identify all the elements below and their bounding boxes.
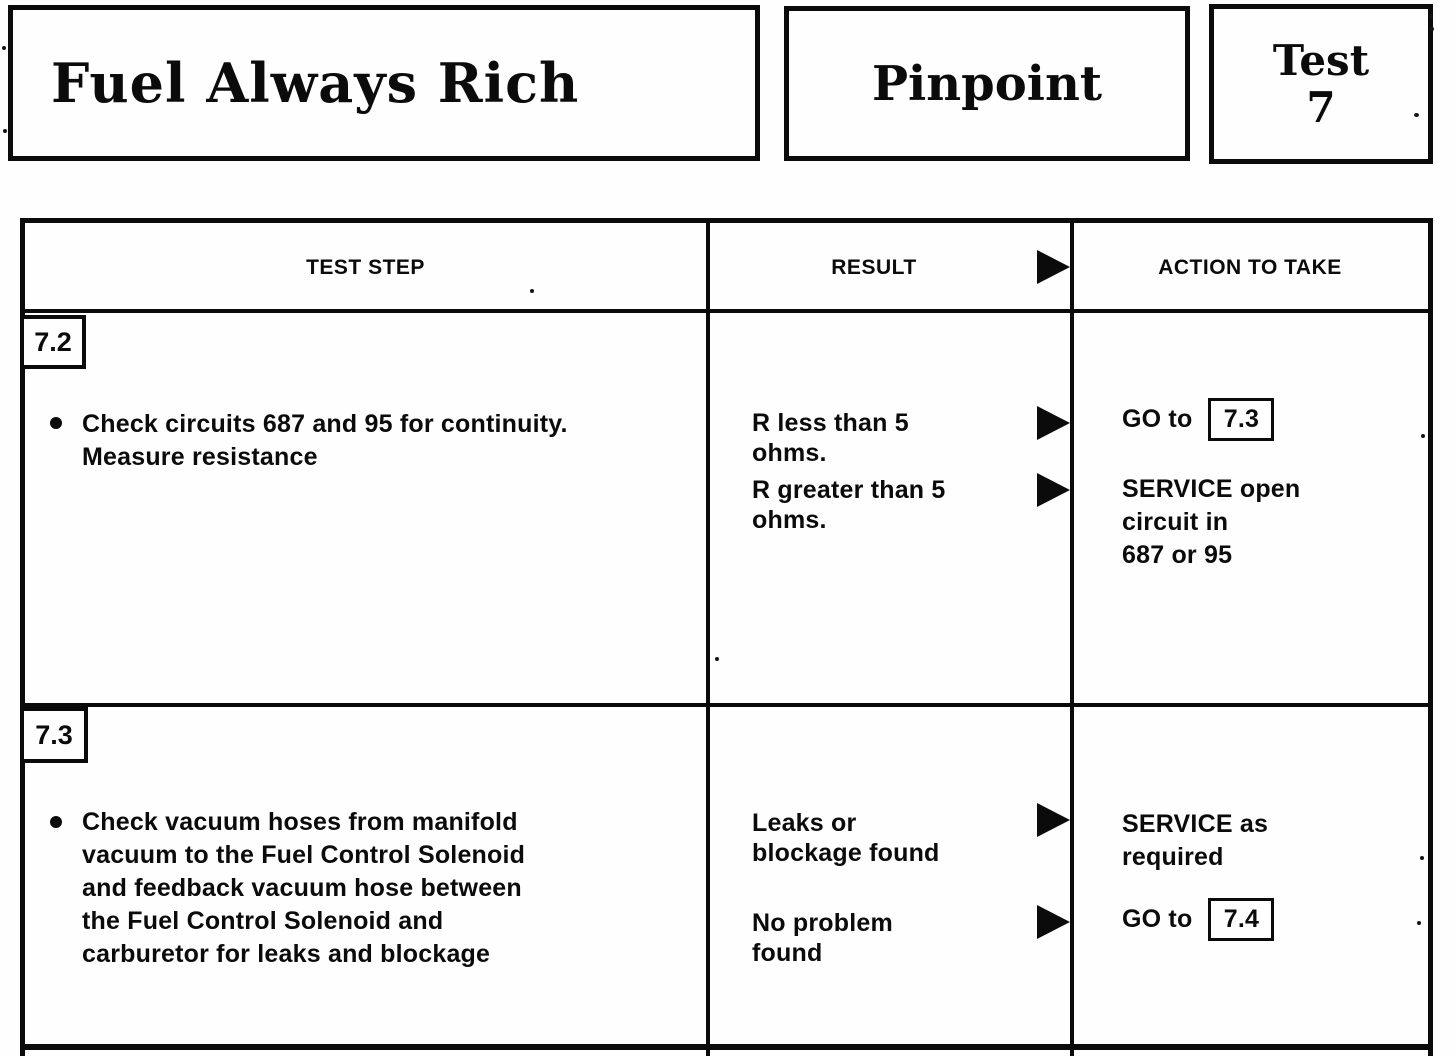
result-header-arrow-icon xyxy=(1037,250,1070,284)
action-line: SERVICE as xyxy=(1122,810,1269,838)
action-line: SERVICE open xyxy=(1122,475,1301,503)
result-line: No problem xyxy=(752,909,893,937)
action-line: 687 or 95 xyxy=(1122,541,1233,569)
result-text: R less than 5 ohms. xyxy=(752,408,909,468)
scan-speck xyxy=(1414,113,1419,117)
result-line: R greater than 5 xyxy=(752,476,946,504)
result-line: ohms. xyxy=(752,506,827,534)
action-text: SERVICE as required xyxy=(1122,808,1268,874)
result-line: ohms. xyxy=(752,439,827,467)
table-top-border xyxy=(20,218,1433,223)
test-number-label: Test 7 xyxy=(1214,37,1428,131)
column-header-test-step: TEST STEP xyxy=(306,256,425,279)
table-bottom-border xyxy=(20,1044,1433,1050)
symptom-title-box: Fuel Always Rich xyxy=(8,5,760,161)
table-right-border xyxy=(1428,218,1433,1056)
test-step-text: Check circuits 687 and 95 for continuity… xyxy=(82,408,568,474)
action-text: SERVICE open circuit in 687 or 95 xyxy=(1122,473,1300,572)
action-goto: GO to 7.4 xyxy=(1122,898,1275,941)
pinpoint-box: Pinpoint xyxy=(784,6,1190,161)
column-header-result: RESULT xyxy=(831,256,917,279)
action-line: required xyxy=(1122,843,1224,871)
scan-speck xyxy=(2,46,6,50)
result-arrow-icon xyxy=(1037,803,1070,837)
scan-speck xyxy=(715,657,719,661)
result-text: R greater than 5 ohms. xyxy=(752,475,946,535)
test-number-box: Test 7 xyxy=(1209,4,1433,164)
result-line: blockage found xyxy=(752,839,940,867)
bullet-icon xyxy=(50,816,62,828)
scan-speck xyxy=(1417,921,1421,925)
test-step-line: and feedback vacuum hose between xyxy=(82,874,522,902)
step-id: 7.2 xyxy=(34,326,72,357)
column-divider-2 xyxy=(1070,218,1074,1056)
test-step-line: the Fuel Control Solenoid and xyxy=(82,907,444,935)
step-reference-box: 7.3 xyxy=(1208,398,1275,441)
result-text: Leaks or blockage found xyxy=(752,808,940,868)
test-step-line: Measure resistance xyxy=(82,443,318,471)
step-id-box: 7.3 xyxy=(20,707,88,763)
step-id: 7.3 xyxy=(35,719,73,750)
scan-speck xyxy=(530,289,534,293)
result-line: found xyxy=(752,939,823,967)
result-line: Leaks or xyxy=(752,809,857,837)
scan-speck xyxy=(1421,434,1425,438)
scan-speck xyxy=(1420,856,1424,860)
test-step-text: Check vacuum hoses from manifold vacuum … xyxy=(82,806,525,971)
table-left-border xyxy=(20,218,25,1056)
test-word: Test xyxy=(1272,35,1370,85)
action-goto-label: GO to xyxy=(1122,405,1193,433)
result-arrow-icon xyxy=(1037,905,1070,939)
page-title: Fuel Always Rich xyxy=(51,51,580,115)
action-line: circuit in xyxy=(1122,508,1229,536)
step-reference-box: 7.4 xyxy=(1208,898,1275,941)
result-text: No problem found xyxy=(752,908,893,968)
bullet-icon xyxy=(50,417,62,429)
header-row-divider xyxy=(20,309,1433,313)
test-step-line: Check vacuum hoses from manifold xyxy=(82,808,518,836)
test-step-line: vacuum to the Fuel Control Solenoid xyxy=(82,841,526,869)
column-header-action: ACTION TO TAKE xyxy=(1158,256,1342,279)
scan-speck xyxy=(3,129,7,133)
result-arrow-icon xyxy=(1037,473,1070,507)
test-number: 7 xyxy=(1306,83,1336,132)
action-goto: GO to 7.3 xyxy=(1122,398,1275,441)
step-id-box: 7.2 xyxy=(20,315,86,369)
action-goto-label: GO to xyxy=(1122,905,1193,933)
scan-speck xyxy=(1429,14,1433,19)
result-arrow-icon xyxy=(1037,406,1070,440)
result-line: R less than 5 xyxy=(752,409,909,437)
scan-speck xyxy=(1430,27,1434,31)
doc-type-label: Pinpoint xyxy=(871,55,1103,112)
test-step-line: Check circuits 687 and 95 for continuity… xyxy=(82,410,568,438)
row-divider xyxy=(20,703,1433,707)
test-step-line: carburetor for leaks and blockage xyxy=(82,940,491,968)
column-divider-1 xyxy=(706,218,710,1056)
